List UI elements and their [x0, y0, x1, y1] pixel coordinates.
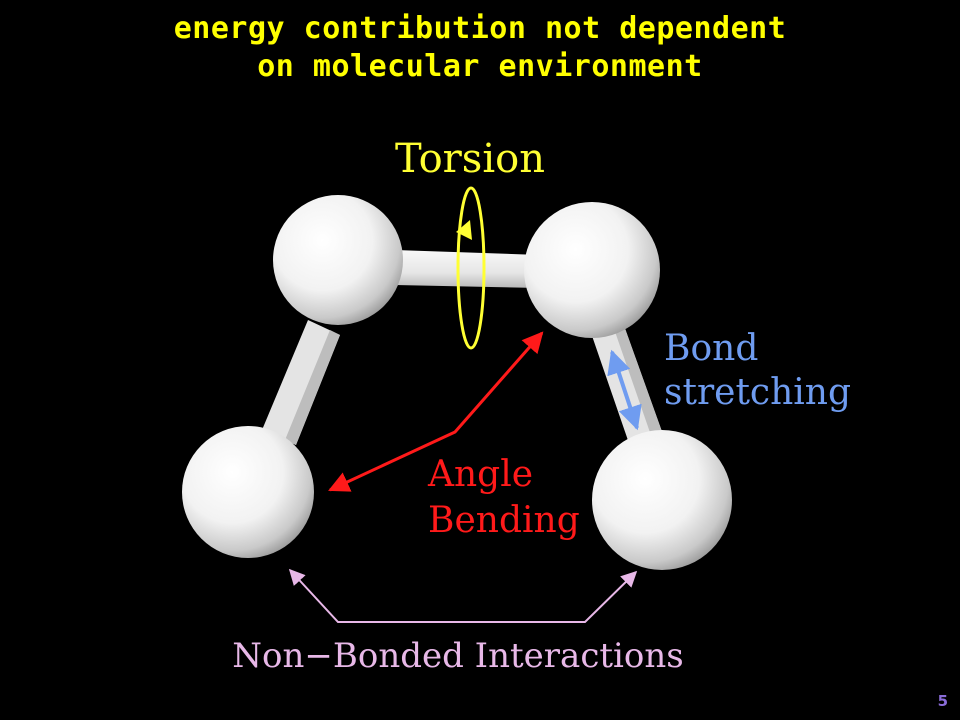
bond-left — [262, 320, 340, 445]
nonbonded-arrow — [288, 568, 638, 623]
atom-bottom-right — [592, 430, 732, 570]
title-line-2: on molecular environment — [257, 49, 703, 84]
atom-bottom-left — [182, 426, 314, 558]
angle-label-line-2: Bending — [428, 500, 580, 541]
slide-title: energy contribution not dependent on mol… — [0, 10, 960, 86]
title-line-1: energy contribution not dependent — [173, 11, 787, 46]
bond-top — [395, 250, 540, 288]
nonbonded-label: Non−Bonded Interactions — [232, 636, 683, 676]
torsion-label: Torsion — [395, 136, 545, 182]
angle-bend-arrow — [328, 331, 544, 492]
angle-label-line-1: Angle — [427, 454, 533, 495]
atom-top-left — [273, 195, 403, 325]
atom-top-right — [524, 202, 660, 338]
bond-label-line-1: Bond — [664, 328, 758, 369]
bond-label-line-2: stretching — [664, 372, 851, 413]
bond-stretch-arrow — [607, 349, 642, 431]
page-number: 5 — [937, 692, 948, 710]
